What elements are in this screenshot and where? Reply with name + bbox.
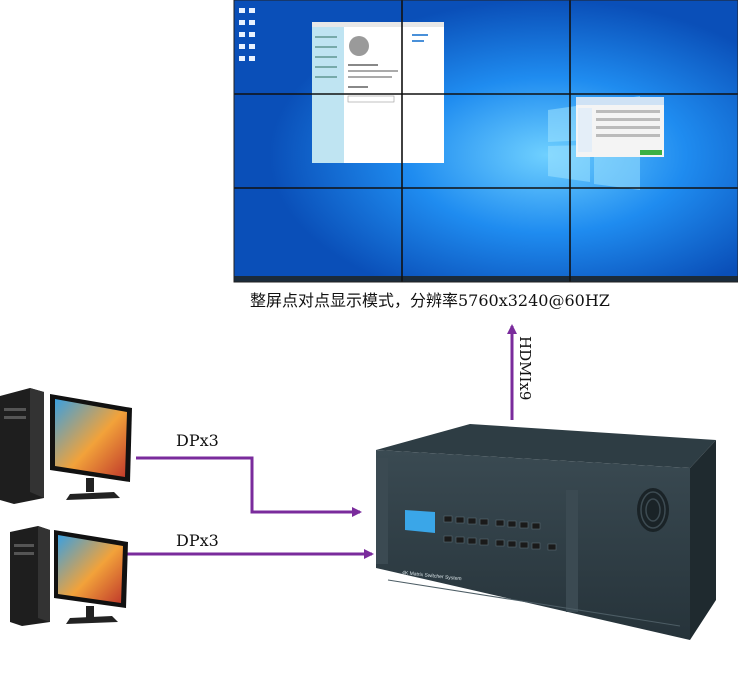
- bottom-input-label: DPx3: [176, 531, 219, 550]
- matrix-switcher: 4K Matrix Switcher System: [376, 424, 716, 640]
- output-label: HDMIx9: [516, 336, 534, 400]
- top-input-label: DPx3: [176, 431, 219, 450]
- top-dp-arrow: [136, 456, 362, 517]
- monitor-screen: [55, 399, 127, 477]
- monitor-screen: [58, 535, 123, 603]
- cooling-fan: [637, 488, 669, 532]
- source-computer-top: [0, 388, 132, 504]
- app-window: [576, 97, 664, 157]
- video-wall: [233, 0, 738, 283]
- lcd-display: [405, 510, 435, 533]
- taskbar: [234, 276, 738, 282]
- front-buttons: [443, 515, 557, 551]
- settings-window: [312, 22, 444, 163]
- signal-arrows: [126, 324, 517, 559]
- desktop-icons: [239, 8, 255, 61]
- resolution-caption: 整屏点对点显示模式，分辨率5760x3240@60HZ: [250, 291, 610, 310]
- source-computer-bottom: [10, 526, 128, 626]
- wall-bezels: [234, 0, 738, 282]
